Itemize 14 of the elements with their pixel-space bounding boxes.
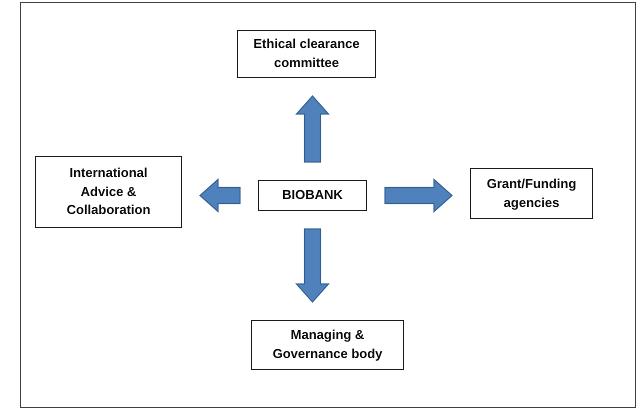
block-arrow bbox=[295, 95, 330, 163]
process-box bbox=[470, 168, 593, 219]
box-label: BIOBANK bbox=[282, 186, 343, 204]
block-arrow bbox=[199, 178, 241, 213]
block-arrow bbox=[295, 228, 330, 303]
process-box bbox=[251, 320, 404, 370]
process-box bbox=[237, 30, 376, 78]
block-arrow bbox=[384, 178, 453, 213]
box-label: Ethical clearance committee bbox=[252, 35, 361, 72]
box-label: Managing & Governance body bbox=[272, 326, 384, 363]
box-label: International Advice & Collaboration bbox=[66, 164, 152, 220]
process-box bbox=[35, 156, 182, 228]
box-label: Grant/Funding agencies bbox=[486, 174, 578, 212]
process-box bbox=[258, 180, 367, 211]
